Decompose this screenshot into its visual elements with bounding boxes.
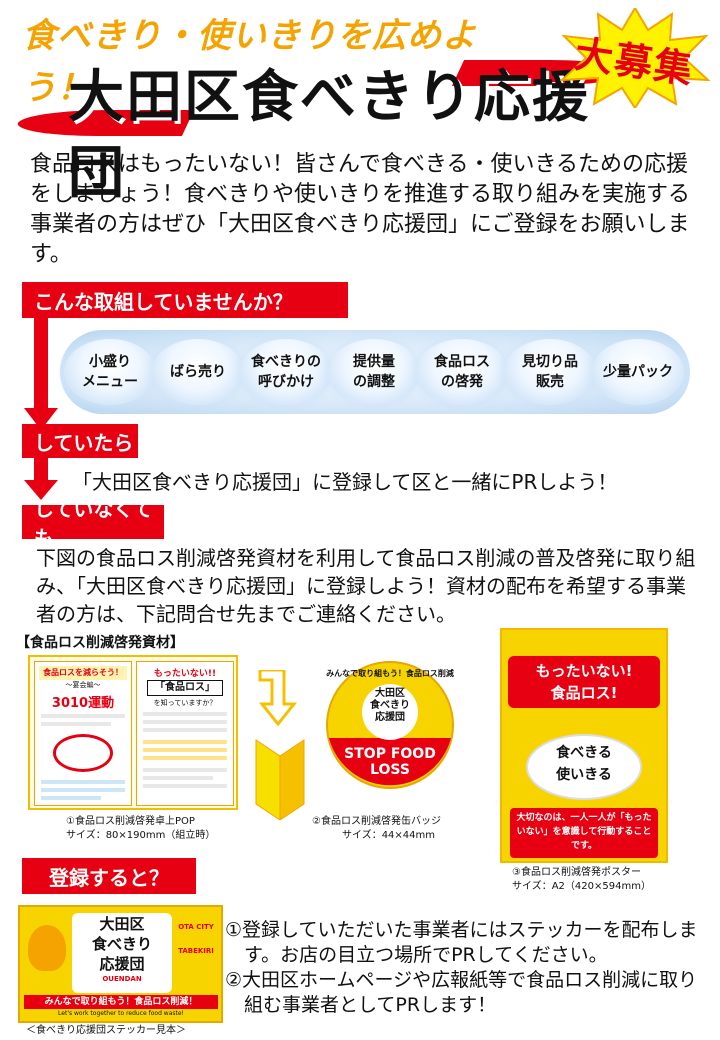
poster-headline-box	[508, 656, 660, 708]
question-banner-text: こんな取組していませんか？	[34, 289, 293, 314]
sticker-slogan: みんなで取り組もう！食品ロス削減！	[24, 995, 218, 1009]
flow-arrow-shaft-2	[34, 452, 48, 482]
header-subtitle: 食べきり・使いきりを広めよう！	[22, 16, 477, 108]
doing-banner: していたら	[22, 424, 138, 458]
pop-left-title: 食品ロスを減らそう！	[39, 666, 127, 680]
materials-label: 【食品ロス削減啓発資材】	[16, 635, 184, 651]
initiative-small-pack: 少量パック	[592, 339, 684, 405]
sticker-line1: 大田区	[99, 915, 145, 933]
poster-message: 大切なのは、一人一人が「もったいない」を意識して行動することです。	[510, 808, 658, 858]
pop-right-desc: を知っていますか？	[153, 699, 217, 707]
pop-caption-1: ①食品ロス削減啓発卓上POP	[66, 816, 195, 827]
poster-material: もったいない! 食品ロス! 食べきる 使いきる 大切なのは、一人一人が「もったい…	[500, 628, 668, 863]
poster-plate-line1: 食べきる	[556, 745, 612, 761]
poster-headline-1: もったいない!	[535, 662, 633, 680]
pop-caption-2: サイズ：80×190mm（組立時）	[66, 830, 216, 841]
pop-left-campaign: 3010運動	[51, 696, 115, 711]
sticker-city: OTA CITY	[178, 923, 214, 931]
pop-right-sub: 「食品ロス」	[147, 680, 223, 696]
register-banner: 登録すると？	[22, 858, 196, 894]
sticker-sample: 大田区 食べきり 応援団 OUENDAN OTA CITY TABEKIRI み…	[18, 905, 223, 1023]
mascot-icon	[28, 925, 66, 971]
sticker-line3: 応援団	[99, 955, 145, 973]
page-title: 大田区食べきり応援団	[68, 65, 590, 206]
assembly-arrow-icon	[255, 670, 305, 820]
sticker-tabekiri: TABEKIRI	[178, 947, 214, 955]
arrow-down-icon	[24, 480, 58, 500]
doing-text: 「大田区食べきり応援団」に登録して区と一緒にPRしよう！	[72, 470, 618, 494]
initiative-portion-adjust: 提供量 の調整	[328, 339, 420, 405]
badge-top-text: みんなで取り組もう！食品ロス削減	[326, 669, 454, 678]
sticker-caption: ＜食べきり応援団ステッカー見本＞	[26, 1025, 186, 1036]
recruiting-burst: 大募集	[559, 6, 711, 110]
initiative-finish-call: 食べきりの 呼びかけ	[240, 339, 332, 405]
poster-plate	[526, 734, 642, 800]
not-doing-banner: していなくても	[22, 497, 164, 550]
title-bar: 大田区食べきり応援団	[11, 58, 635, 206]
doing-banner-text: していたら	[34, 430, 134, 455]
pop-right-panel: もったいない!! 「食品ロス」 を知っていますか？	[136, 661, 234, 806]
pop-circle-icon	[53, 734, 113, 772]
poster-headline-2: 食品ロス!	[550, 684, 618, 702]
question-banner: こんな取組していませんか？	[22, 282, 348, 318]
initiative-awareness: 食品ロス の啓発	[416, 339, 508, 405]
badge-bottom-line2: LOSS	[370, 762, 410, 778]
pop-left-sub: 〜宴会編〜	[65, 681, 101, 689]
sticker-ouendan: OUENDAN	[102, 975, 142, 983]
badge-graphic	[326, 661, 454, 789]
benefit-item: ②大田区ホームページや広報紙等で食品ロス削減に取り組む事業者としてPRします！	[225, 969, 698, 1016]
poster-plate-line2: 使いきる	[556, 767, 612, 783]
not-doing-text: 下図の食品ロス削減啓発資材を利用して食品ロス削減の普及啓発に取り組み、「大田区食…	[36, 546, 696, 626]
poster-caption-1: ③食品ロス削減啓発ポスター	[512, 867, 641, 878]
pop-material: 食品ロスを減らそう！ 〜宴会編〜 3010運動 もったいない!! 「食品ロス」 …	[28, 655, 238, 810]
pop-right-title: もったいない!!	[153, 669, 217, 679]
arrow-down-icon	[24, 408, 58, 430]
badge-bottom-line1: STOP FOOD	[344, 746, 436, 762]
flow-arrow-shaft	[34, 300, 48, 412]
sticker-plate	[72, 913, 172, 993]
initiative-loose-sale: ばら売り	[152, 339, 244, 405]
register-banner-text: 登録すると？	[49, 865, 169, 890]
pop-left-panel: 食品ロスを減らそう！ 〜宴会編〜 3010運動	[34, 661, 132, 806]
not-doing-banner-text: していなくても	[34, 497, 153, 550]
intro-text: 食品ロスはもったいない！皆さんで食べきる・使いきるための応援をしましょう！食べき…	[30, 152, 691, 267]
badge-center-text: 大田区 食べきり 応援団	[370, 688, 410, 723]
badge-caption-2: サイズ：44×44mm	[342, 830, 436, 841]
benefit-item: ①登録していただいた事業者にはステッカーを配布します。お店の目立つ場所でPRして…	[225, 919, 698, 966]
sticker-line2: 食べきり	[91, 935, 152, 953]
badge-caption-1: ②食品ロス削減啓発缶バッジ	[312, 816, 441, 827]
poster-caption-2: サイズ：A2（420×594mm）	[512, 881, 651, 892]
initiative-markdown-sale: 見切り品 販売	[504, 339, 596, 405]
sticker-slogan-en: Let's work together to reduce food waste…	[58, 1010, 184, 1017]
recruiting-text: 大募集	[572, 31, 697, 92]
initiative-small-portion: 小盛り メニュー	[64, 339, 156, 405]
register-benefits: ①登録していただいた事業者にはステッカーを配布します。お店の目立つ場所でPRして…	[225, 918, 705, 1018]
can-badge: みんなで取り組もう！食品ロス削減 大田区 食べきり 応援団 STOP FOOD …	[325, 660, 455, 790]
